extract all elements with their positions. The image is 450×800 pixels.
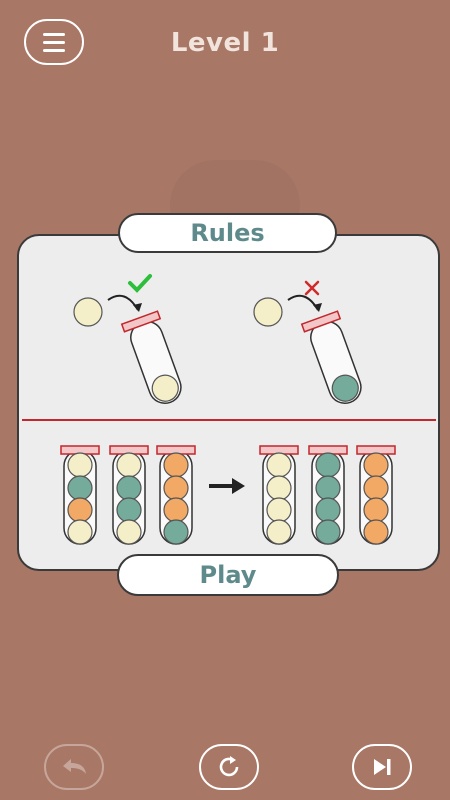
tube: [308, 445, 348, 545]
ball-cream: [73, 297, 103, 327]
undo-button[interactable]: [44, 744, 104, 790]
tube: [156, 445, 196, 545]
rules-title: Rules: [118, 213, 337, 253]
unsorted-tubes: [60, 445, 196, 545]
tube: [60, 445, 100, 545]
level-title: Level 1: [170, 28, 280, 58]
check-icon: [128, 274, 152, 293]
undo-icon: [63, 759, 86, 774]
right-arrow-icon: [209, 478, 245, 494]
tube: [356, 445, 396, 545]
arrow-curve: [107, 294, 139, 311]
restart-button[interactable]: [199, 744, 259, 790]
ball-cream: [253, 297, 283, 327]
skip-button[interactable]: [352, 744, 412, 790]
ball-cream: [151, 374, 179, 402]
tube: [109, 445, 149, 545]
hamburger-menu-icon: [43, 32, 65, 36]
ball-teal: [331, 374, 359, 402]
invalid-move-example: [253, 280, 362, 405]
tube-cap: [300, 310, 342, 333]
skip-icon: [374, 759, 391, 775]
valid-move-example: [73, 274, 182, 405]
tube: [259, 445, 299, 545]
menu-button[interactable]: [24, 19, 84, 65]
play-button[interactable]: Play: [117, 554, 339, 596]
sorted-tubes: [259, 445, 396, 545]
restart-icon: [219, 756, 239, 777]
cross-icon: [304, 280, 320, 296]
tube-cap: [120, 310, 162, 333]
